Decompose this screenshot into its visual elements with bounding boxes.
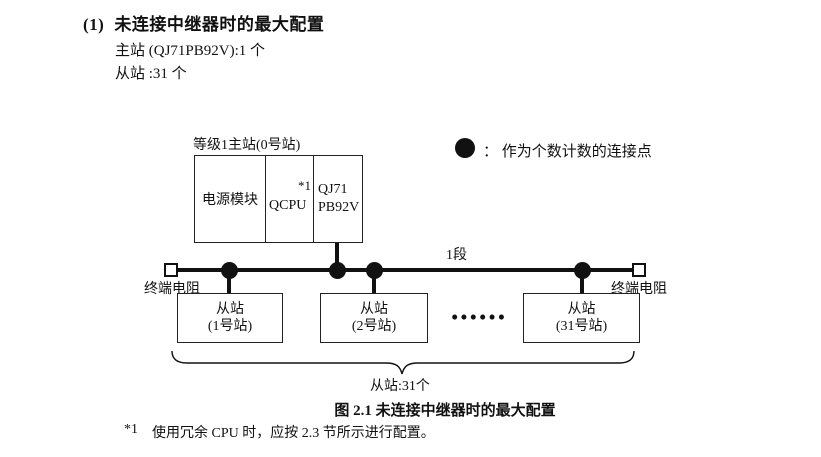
master-station-box: 电源模块 *1 QCPU QJ71 PB92V xyxy=(194,155,363,243)
terminator-right-icon xyxy=(632,263,646,277)
slave-station-box-1: 从站 (1号站) xyxy=(177,293,283,343)
connection-node-icon xyxy=(329,262,346,279)
slave31-line2: (31号站) xyxy=(555,319,608,334)
cpu-footnote-ref: *1 xyxy=(298,178,311,193)
legend-label: 作为个数计数的连接点 xyxy=(501,144,652,160)
pb92v-module-line2: PB92V xyxy=(318,200,360,216)
legend-text: ： 作为个数计数的连接点 xyxy=(483,140,652,161)
connection-node-icon xyxy=(366,262,383,279)
ellipsis-dots: •••••• xyxy=(450,305,508,329)
slave1-drop-line xyxy=(227,272,231,293)
slave-station-box-2: 从站 (2号站) xyxy=(320,293,428,343)
slave2-line2: (2号站) xyxy=(351,319,397,334)
pb92v-module-cell: QJ71 PB92V xyxy=(314,156,362,242)
master-drop-line xyxy=(335,243,339,270)
slave-count-line: 从站 :31 个 xyxy=(115,66,187,82)
slave31-drop-line xyxy=(580,272,584,293)
slave-station-box-31: 从站 (31号站) xyxy=(523,293,640,343)
connection-node-icon xyxy=(574,262,591,279)
slave1-line2: (1号站) xyxy=(207,319,253,334)
section-heading: (1) 未连接中继器时的最大配置 xyxy=(83,10,324,35)
power-module-cell: 电源模块 xyxy=(195,156,266,242)
bus-segment-line xyxy=(172,268,640,272)
footnote-marker: *1 xyxy=(124,422,138,437)
section-title: 未连接中继器时的最大配置 xyxy=(114,15,325,34)
cpu-label: QCPU xyxy=(269,198,307,213)
master-count-line: 主站 (QJ71PB92V):1 个 xyxy=(115,43,266,59)
slave2-line1: 从站 xyxy=(360,301,388,317)
footnote-text: 使用冗余 CPU 时，应按 2.3 节所示进行配置。 xyxy=(152,426,435,441)
figure-caption: 图 2.1 未连接中继器时的最大配置 xyxy=(334,403,556,419)
slave1-line1: 从站 xyxy=(216,301,244,317)
connection-node-icon xyxy=(221,262,238,279)
pb92v-module-line1: QJ71 xyxy=(318,182,348,197)
segment-label: 1段 xyxy=(446,248,467,263)
power-module-label: 电源模块 xyxy=(202,193,258,208)
legend-separator: ： xyxy=(483,144,499,160)
terminator-left-icon xyxy=(164,263,178,277)
slave31-line1: 从站 xyxy=(567,301,596,317)
slave2-drop-line xyxy=(372,272,376,293)
master-station-label: 等级1主站(0号站) xyxy=(193,138,301,153)
brace-label: 从站:31个 xyxy=(370,379,430,394)
cpu-cell: *1 QCPU xyxy=(266,156,314,242)
connection-point-icon xyxy=(455,138,475,158)
section-number: (1) xyxy=(83,15,105,34)
underbrace xyxy=(171,350,635,375)
